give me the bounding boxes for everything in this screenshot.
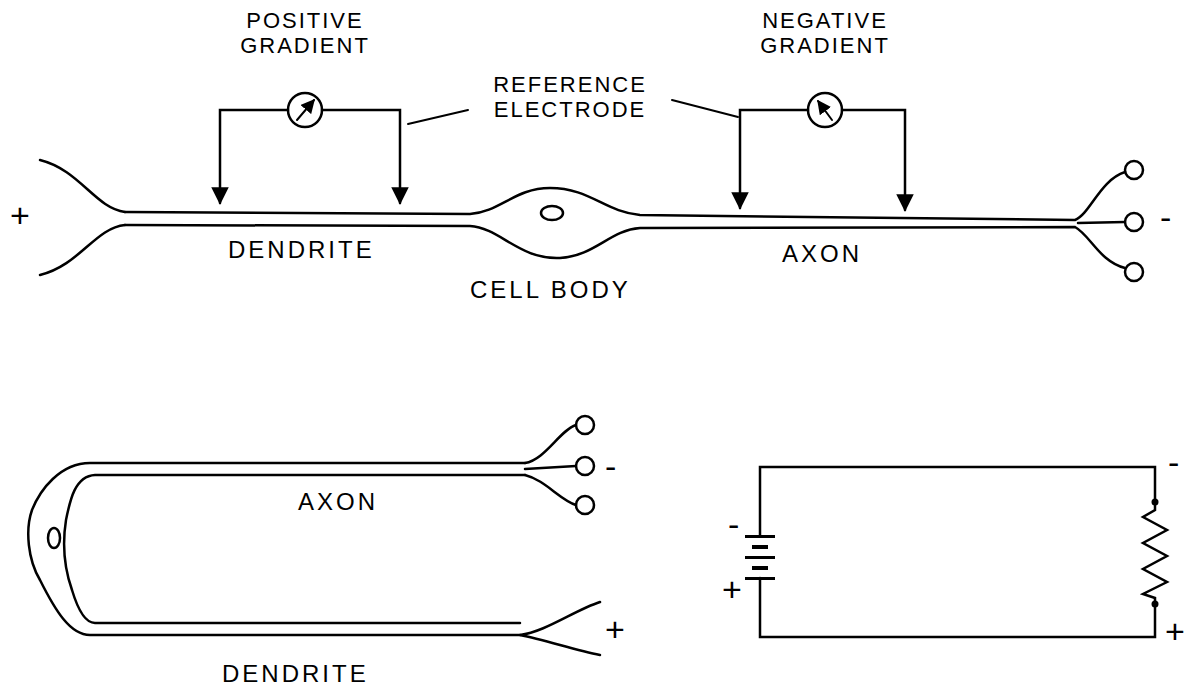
axon-terminal (1078, 222, 1125, 223)
polarity-sign: - (1160, 198, 1171, 237)
junction-dot (1152, 499, 1159, 506)
neuron-outline (28, 463, 600, 635)
axon-terminal (525, 475, 576, 505)
terminal-bulb (1125, 213, 1143, 231)
meter-needle (297, 100, 314, 120)
terminal-bulb (576, 496, 594, 514)
polarity-sign: + (1165, 612, 1185, 651)
terminal-bulb (1125, 161, 1143, 179)
neuron-outline (125, 225, 1125, 268)
polarity-sign: - (605, 447, 616, 486)
meter (288, 93, 322, 127)
polarity-sign: - (728, 505, 739, 544)
axon-terminal (525, 425, 576, 463)
electrode-wire (322, 110, 400, 203)
terminal-bulb (576, 416, 594, 434)
nucleus (541, 206, 563, 220)
meter (808, 93, 842, 127)
polarity-sign: + (10, 196, 30, 235)
electrode-wire (842, 110, 905, 210)
part-name: AXON (782, 240, 862, 268)
dendrite-branch (520, 635, 600, 655)
polarity-sign: + (605, 610, 625, 649)
part-name: CELL BODY (470, 276, 631, 304)
junction-dot (1152, 601, 1159, 608)
electrode-wire (220, 110, 288, 203)
electrode-wire (740, 110, 808, 208)
terminal-bulb (576, 457, 594, 475)
part-name: DENDRITE (222, 660, 369, 688)
leader-line (408, 110, 468, 124)
meter-label: NEGATIVE GRADIENT (735, 8, 915, 59)
leader-line (672, 100, 738, 117)
meter-label: POSITIVE GRADIENT (215, 8, 395, 59)
neuron-outline (64, 475, 525, 623)
meter-needle (818, 101, 832, 120)
dendrite-branch (40, 160, 125, 212)
terminal-bulb (1125, 263, 1143, 281)
part-name: AXON (298, 488, 378, 516)
nucleus (48, 528, 60, 548)
polarity-sign: + (722, 570, 742, 609)
circuit-wire (760, 578, 1155, 637)
axon-terminal (525, 466, 576, 469)
dendrite-branch (40, 225, 125, 275)
circuit-wire (760, 467, 1155, 536)
part-name: DENDRITE (228, 236, 375, 264)
battery-symbol (745, 535, 775, 580)
electrode-label: REFERENCE ELECTRODE (460, 72, 680, 123)
neuron-outline (125, 172, 1125, 220)
resistor-symbol (1143, 502, 1167, 604)
polarity-sign: - (1168, 443, 1179, 482)
